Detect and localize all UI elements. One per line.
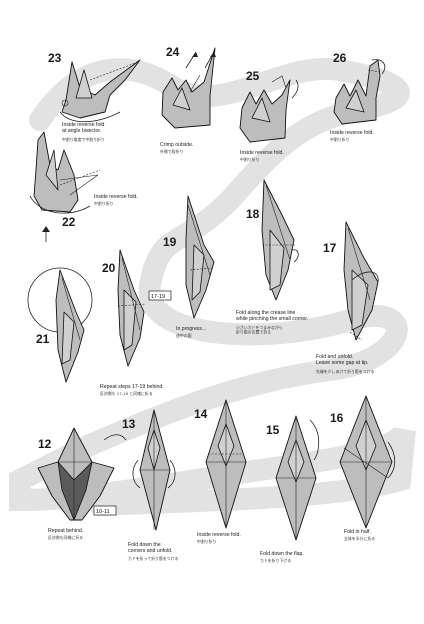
step-17-caption-jp: 先端を少しあけて折り筋をつける xyxy=(316,369,374,374)
step-24-caption: Crimp outside. xyxy=(160,142,193,148)
step-25-number: 25 xyxy=(246,69,260,83)
step-17-number: 17 xyxy=(323,241,337,255)
step-15-caption-jp: カドを折り下げる xyxy=(260,558,291,563)
step-12-figure xyxy=(37,427,127,521)
step-18-number: 18 xyxy=(246,207,260,221)
step-12-number: 12 xyxy=(38,437,52,451)
step-16-number: 16 xyxy=(330,411,344,425)
step-22-figure xyxy=(29,131,101,214)
step-23-caption-jp: 中割り角度で中割り折り xyxy=(62,137,105,142)
step-12-caption-jp: 反対側も同様に折る xyxy=(48,535,83,540)
step-26-caption: Inside reverse fold. xyxy=(330,130,374,136)
step-13-figure xyxy=(132,409,176,531)
step-15-figure xyxy=(275,415,320,541)
step-19-caption: In progress... xyxy=(176,326,206,332)
step-25-caption: Inside reverse fold. xyxy=(240,150,284,156)
arrow-head-icon xyxy=(42,226,50,232)
step-24-figure xyxy=(161,47,216,129)
step-19-number: 19 xyxy=(163,235,177,249)
step-14-caption: Inside reverse fold. xyxy=(197,532,241,538)
step-19-figure xyxy=(185,195,215,319)
step-22-caption-jp: 中割り折り xyxy=(94,201,114,206)
ref-17-19: 17-19 xyxy=(151,294,165,300)
ref-box-17-19 xyxy=(148,290,172,301)
step-26-figure xyxy=(333,59,386,125)
step-15-number: 15 xyxy=(266,423,280,437)
step-18-figure xyxy=(261,179,299,301)
step-16-caption: Fold in half. xyxy=(344,529,371,535)
step-21-caption: Repeat steps 17-19 behind. xyxy=(100,384,164,390)
step-12-caption: Repeat behind. xyxy=(48,528,83,534)
step-23-figure xyxy=(59,59,141,123)
step-22-caption: Inside reverse fold. xyxy=(94,194,138,200)
step-21-number-label: 21 xyxy=(36,332,50,346)
step-20-figure xyxy=(117,249,147,367)
step-16-figure xyxy=(339,395,396,529)
step-18-caption-jp: 小さいカドをつまみながら折り筋の位置で折る xyxy=(236,325,283,335)
step-13-caption-jp: カドを折って折り筋をつける xyxy=(128,556,178,561)
step-23-number: 23 xyxy=(48,51,62,65)
step-24-caption-jp: 外側で段折り xyxy=(160,149,183,154)
ref-box-10-11 xyxy=(93,505,117,516)
step-15-caption: Fold down the flap. xyxy=(260,551,304,557)
step-20-number: 20 xyxy=(102,261,116,275)
ref-10-11: 10-11 xyxy=(96,509,110,515)
step-26-caption-jp: 中割り折り xyxy=(330,137,350,142)
step-17-caption: Fold and unfold.Leave some gap at tip. xyxy=(316,354,369,366)
step-14-number: 14 xyxy=(194,407,208,421)
step-21-caption-jp: 反対側も 17-19 と同様に折る xyxy=(100,391,153,396)
step-25-caption-jp: 中割り折り xyxy=(240,157,260,162)
step-13-number: 13 xyxy=(122,417,136,431)
step-25-figure xyxy=(239,75,299,143)
step-16-caption-jp: 全体を半分に折る xyxy=(344,536,375,541)
step-24-number: 24 xyxy=(166,45,180,59)
step-14-figure xyxy=(205,399,247,529)
step-14-caption-jp: 中割り折り xyxy=(197,539,217,544)
step-22-number: 22 xyxy=(62,215,76,229)
step-26-number: 26 xyxy=(333,51,347,65)
step-19-caption-jp: 途中の図 xyxy=(176,333,192,338)
step-17-figure xyxy=(343,221,379,341)
step-21-figure xyxy=(27,267,93,383)
